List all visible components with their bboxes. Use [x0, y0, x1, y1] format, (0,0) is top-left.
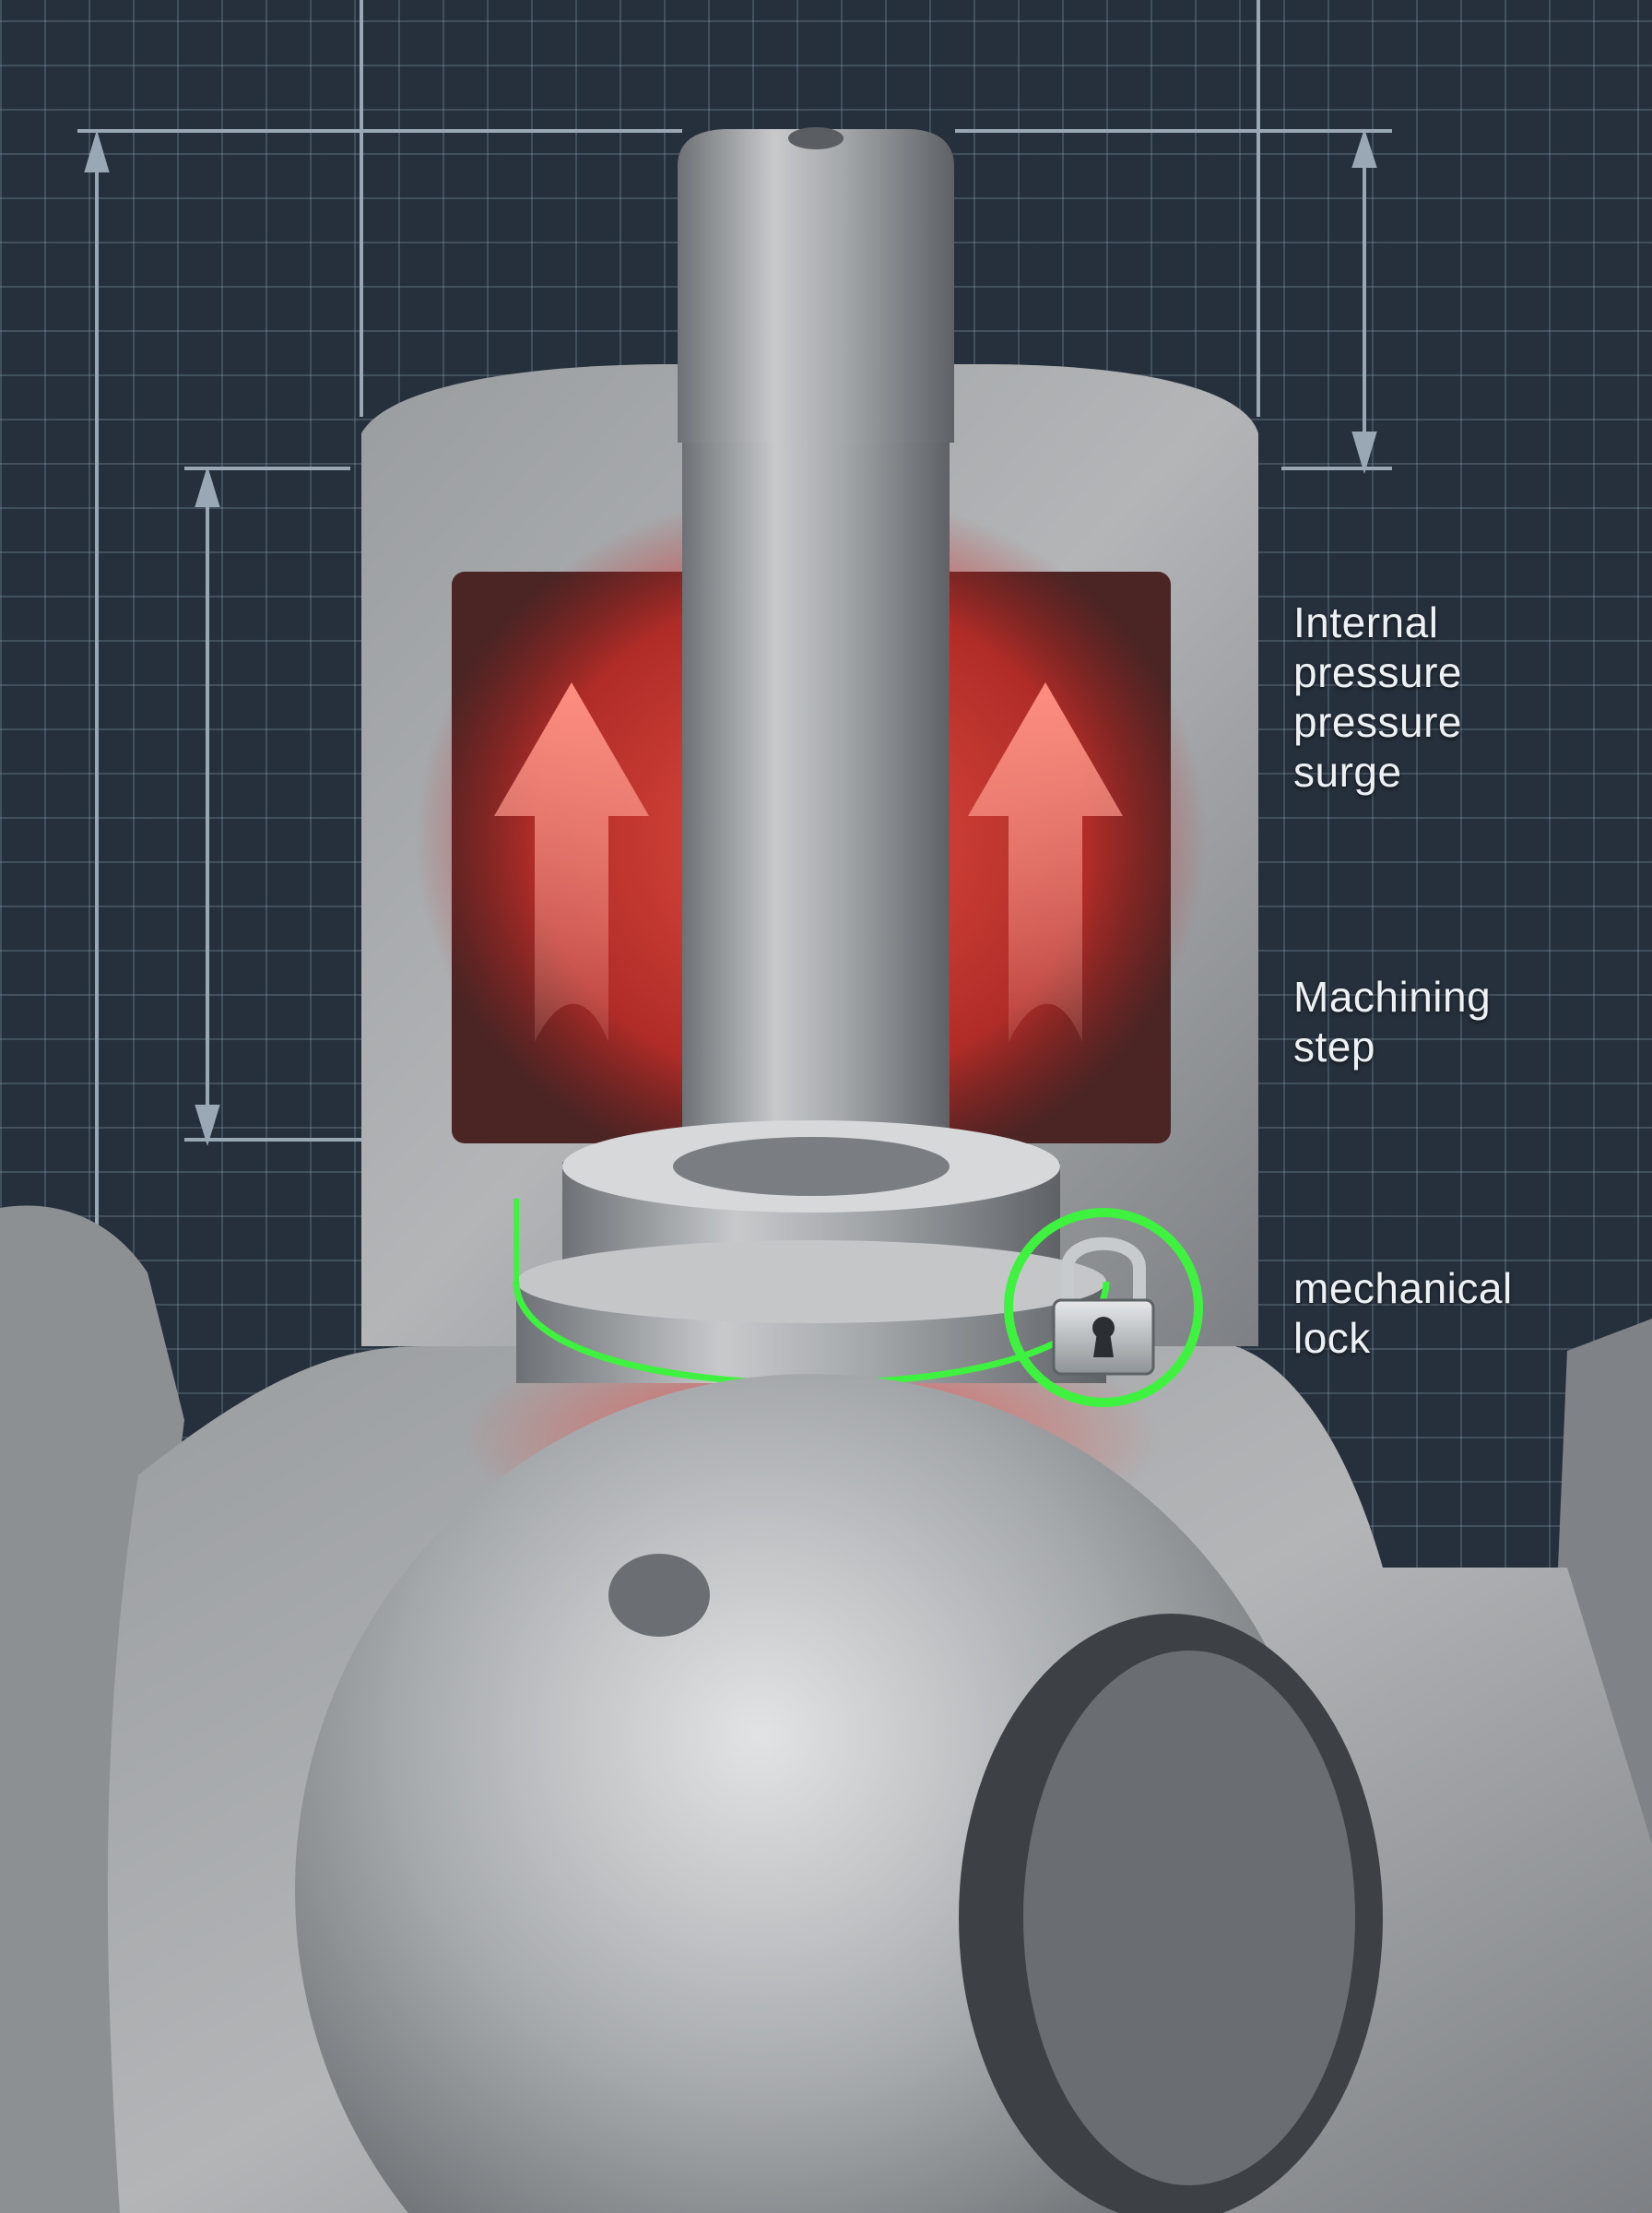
padlock-icon — [1052, 1237, 1155, 1376]
label-line: pressure — [1293, 698, 1462, 746]
label-machining-step: Machining step — [1293, 972, 1491, 1071]
label-line: lock — [1293, 1314, 1371, 1362]
stem-hex-head — [678, 129, 954, 443]
label-mechanical-lock: mechanical lock — [1293, 1263, 1513, 1363]
label-line: pressure — [1293, 648, 1462, 696]
label-line: Internal — [1293, 598, 1439, 646]
label-line: mechanical — [1293, 1264, 1513, 1312]
label-line: surge — [1293, 748, 1402, 796]
label-internal-pressure-surge: Internal pressure pressure surge — [1293, 598, 1462, 797]
valve-stem — [682, 433, 950, 1226]
pressure-arrow-icon — [968, 682, 1123, 1042]
dimension-lines — [77, 0, 1392, 2213]
lock-highlight-ring — [1004, 1208, 1203, 1407]
label-line: Machining — [1293, 973, 1492, 1021]
label-line: step — [1293, 1023, 1375, 1071]
pressure-arrow-icon — [494, 682, 649, 1042]
